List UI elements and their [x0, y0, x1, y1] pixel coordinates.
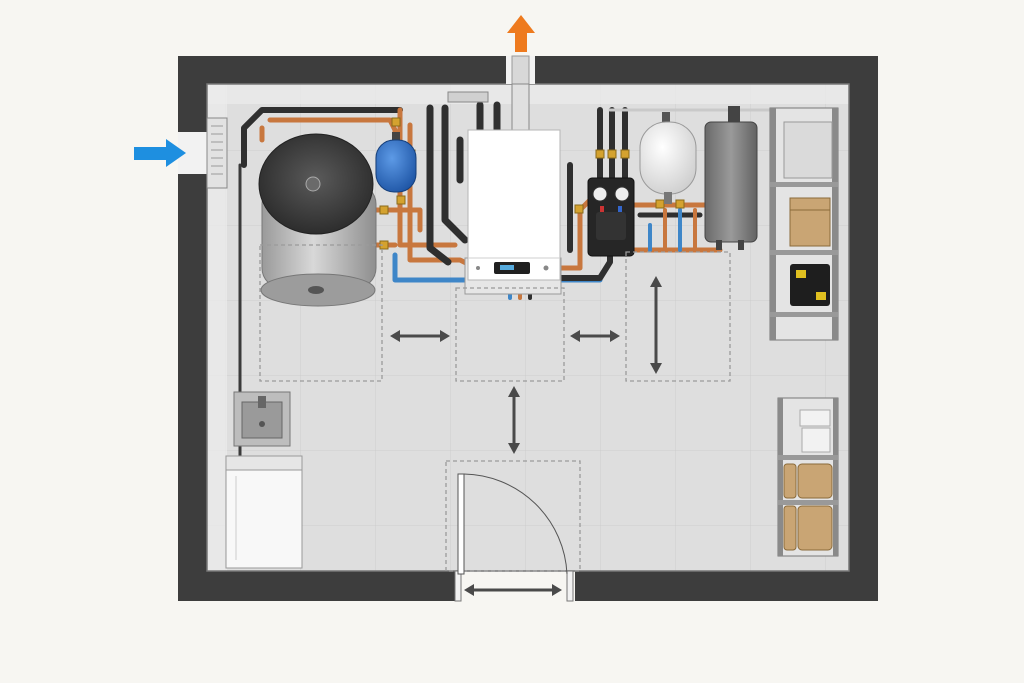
clearance-zones — [259, 244, 731, 572]
door-leaf — [457, 473, 465, 575]
pump-group-clearance-zone — [625, 251, 731, 382]
left-wall-shadow — [207, 84, 227, 571]
white-expansion-vessel-icon — [639, 112, 697, 204]
wall-boiler-icon — [464, 129, 562, 295]
clearance-arrows — [390, 276, 662, 596]
pump-group-icon — [587, 177, 635, 257]
utility-sink-icon — [233, 391, 291, 447]
clearance-arrow-horizontal-1 — [390, 330, 450, 342]
clearance-arrow-vertical-2 — [508, 386, 520, 454]
hot-water-cylinder-icon — [258, 133, 377, 307]
buffer-tank-icon — [704, 106, 758, 250]
clearance-arrow-horizontal-2 — [570, 330, 620, 342]
door-swing-icon — [454, 473, 574, 602]
door-width-arrow — [464, 584, 562, 596]
flue-outlet-arrow-icon — [507, 15, 535, 52]
air-inlet-opening — [178, 117, 228, 189]
washing-machine-icon — [225, 455, 303, 569]
clearance-arrow-vertical-1 — [650, 276, 662, 374]
expansion-vessel-icon — [375, 132, 417, 193]
flue-opening — [506, 55, 535, 85]
air-inlet-arrow-icon — [134, 139, 186, 167]
storage-shelf-icon — [769, 107, 839, 341]
door-clearance-zone — [445, 460, 581, 572]
boiler-clearance-zone — [455, 287, 565, 382]
cylinder-clearance-zone — [259, 244, 383, 382]
lower-storage-shelf-icon — [777, 397, 839, 557]
